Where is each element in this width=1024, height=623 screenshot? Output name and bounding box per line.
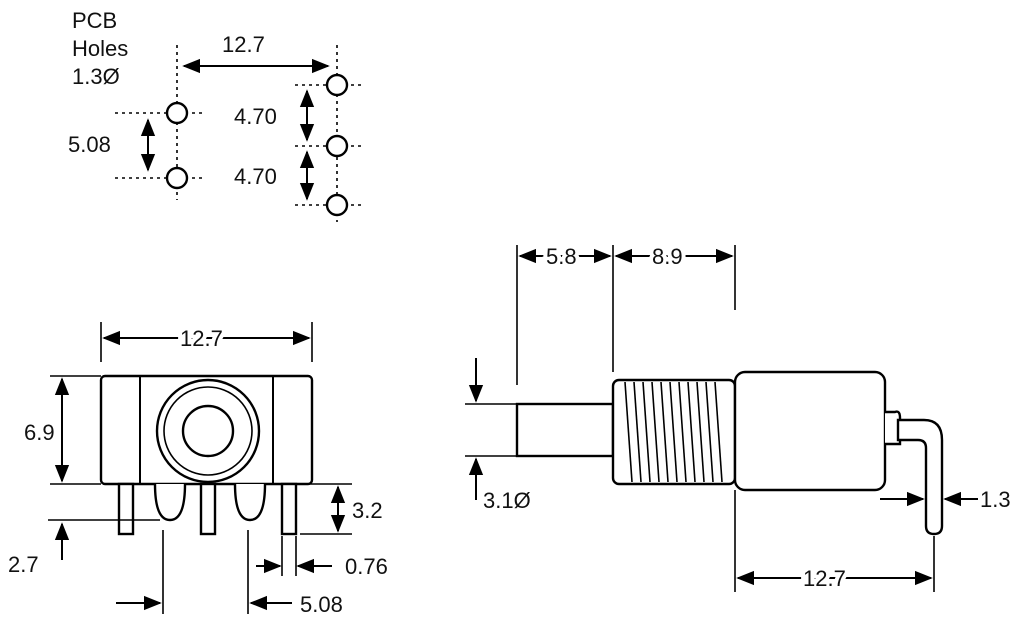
hole-spacing-horizontal-label: 12.7 [222, 32, 265, 57]
front-height-label: 6.9 [24, 420, 55, 445]
hole-spacing-right-vertical-2-label: 4.70 [234, 164, 277, 189]
front-view: 12.7 6.9 3.2 2.7 0.76 [8, 322, 388, 617]
standoff [233, 483, 267, 522]
bushing-threads [624, 381, 723, 483]
pcb-holes-title-line3: 1.3Ø [72, 64, 120, 89]
bushing-inner-circle [163, 386, 253, 476]
pcb-hole [325, 193, 349, 217]
lever-diameter-label: 3.1Ø [483, 488, 531, 513]
bushing-length-label: 8.9 [652, 244, 683, 269]
pcb-hole [325, 73, 349, 97]
pcb-holes-title-line2: Holes [72, 36, 128, 61]
pin-pitch-label: 5.08 [300, 592, 343, 617]
pin-length-label: 3.2 [352, 498, 383, 523]
pcb-hole [325, 134, 349, 158]
lever-circle [181, 404, 235, 458]
terminal-pin [199, 482, 217, 536]
side-view: 5.8 8.9 3.1Ø [465, 240, 1011, 595]
lever [515, 402, 615, 458]
standoff [153, 483, 187, 522]
switch-housing [733, 370, 887, 492]
terminal-width-label: 1.3 [980, 487, 1011, 512]
pin-width-label: 0.76 [345, 554, 388, 579]
lever-length-label: 5.8 [546, 244, 577, 269]
front-width-label: 12.7 [180, 326, 223, 351]
housing-step [885, 410, 902, 446]
pcb-hole [165, 101, 189, 125]
bent-terminal [896, 418, 944, 536]
hole-spacing-left-vertical-label: 5.08 [68, 132, 111, 157]
hole-spacing-right-vertical-1-label: 4.70 [234, 104, 277, 129]
pcb-holes-title-line1: PCB [72, 8, 117, 33]
terminal-pin [280, 482, 298, 536]
body-depth-label: 12.7 [803, 566, 846, 591]
pcb-hole [165, 166, 189, 190]
standoff-height-label: 2.7 [8, 552, 39, 577]
terminal-pin [117, 482, 135, 536]
pcb-holes-layout: PCB Holes 1.3Ø 12.7 5.08 4.70 4.70 [68, 8, 365, 222]
